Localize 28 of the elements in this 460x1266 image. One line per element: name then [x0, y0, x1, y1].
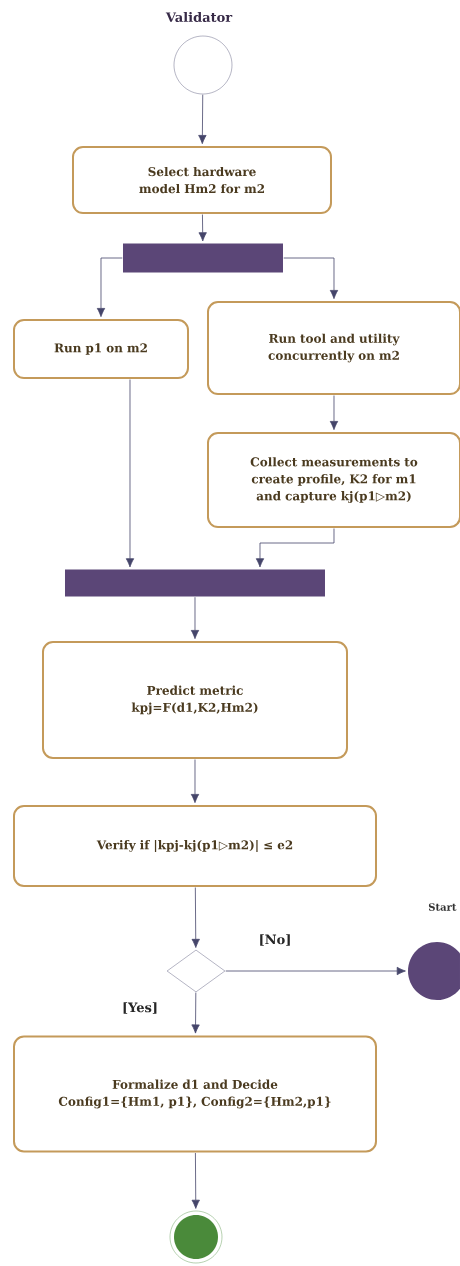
arrow — [225, 966, 406, 976]
arrow — [191, 992, 200, 1034]
sync-bar — [65, 569, 325, 597]
arrow — [96, 257, 123, 317]
arrow — [198, 214, 207, 242]
action-box: Run tool and utility concurrently on m2 — [207, 301, 460, 395]
decision-diamond — [166, 949, 226, 993]
lane-heading: Validator — [165, 12, 233, 23]
arrow — [191, 1152, 200, 1209]
action-box: Select hardware model Hm2 for m2 — [72, 146, 332, 214]
arrow — [190, 596, 200, 639]
sync-bar — [123, 243, 283, 273]
arrow — [283, 257, 339, 299]
arrow — [191, 887, 200, 948]
action-box: Verify if |kpj-kj(p1▷m2)| ≤ e2 — [13, 805, 377, 887]
arrow — [255, 528, 335, 568]
node-caption: Start — [428, 903, 457, 911]
arrow — [329, 395, 339, 430]
edge-label: [No] — [257, 933, 293, 947]
action-box: Run p1 on m2 — [13, 319, 189, 379]
edge-label: [Yes] — [121, 1001, 159, 1015]
action-box: Predict metric kpj=F(d1,K2,Hm2) — [42, 641, 348, 759]
arrow — [198, 94, 207, 145]
action-box: Formalize d1 and Decide Config1={Hm1, p1}, Config2={Hm2,p1} — [13, 1035, 377, 1153]
arrow — [190, 759, 200, 803]
arrow — [125, 379, 135, 568]
action-box: Collect measurements to create profile, K2 for m1 and capture kj(p1▷m2) — [207, 432, 460, 528]
final-circle — [169, 1210, 223, 1264]
